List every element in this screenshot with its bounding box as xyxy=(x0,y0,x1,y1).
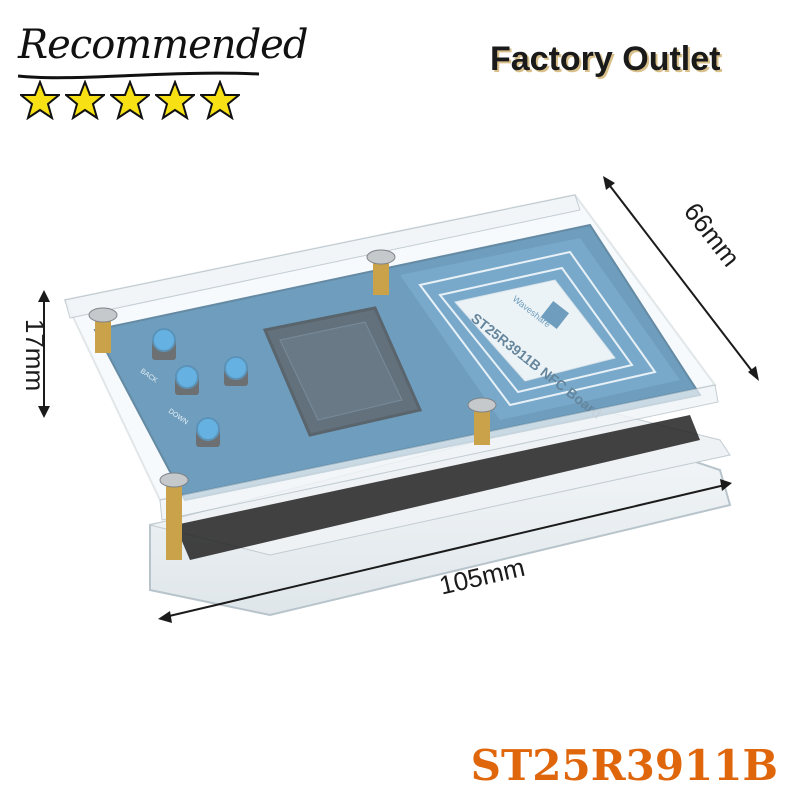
star-icon xyxy=(65,80,105,120)
product-model-label: ST25R3911B xyxy=(470,741,778,790)
star-icon xyxy=(155,80,195,120)
standoff-screws xyxy=(88,249,497,560)
waveshare-logo-icon xyxy=(540,300,570,330)
button-cap xyxy=(224,356,248,380)
antenna-coil xyxy=(418,250,657,407)
star-icon xyxy=(20,80,60,120)
dimension-height: 17mm xyxy=(20,290,50,418)
recommended-badge: Recommended xyxy=(14,22,308,132)
push-buttons xyxy=(152,328,248,447)
button-cap xyxy=(175,365,199,389)
button-cap xyxy=(196,417,220,441)
width-label: 66mm xyxy=(678,197,746,272)
factory-outlet-label: Factory Outlet xyxy=(490,40,721,78)
recommended-text: Recommended xyxy=(18,22,308,68)
star-rating xyxy=(20,80,240,120)
height-label: 17mm xyxy=(20,319,50,391)
star-icon xyxy=(110,80,150,120)
button-cap xyxy=(152,328,176,352)
underline-swash xyxy=(17,71,260,80)
star-icon xyxy=(200,80,240,120)
pin-header xyxy=(175,415,700,560)
